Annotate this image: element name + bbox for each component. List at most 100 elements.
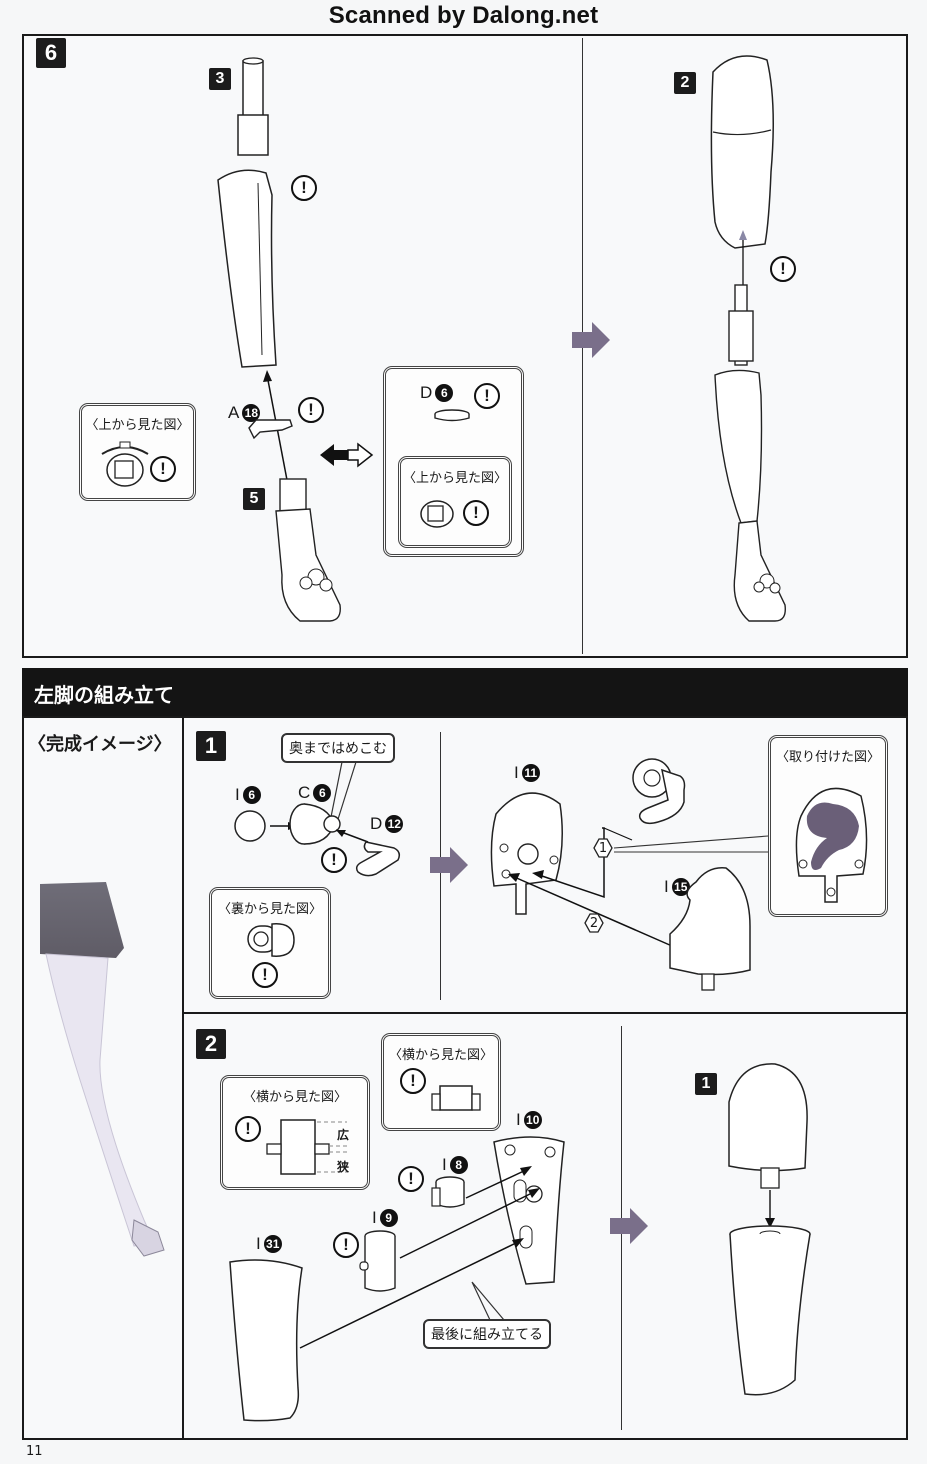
step1-badge: 1 — [196, 731, 226, 761]
part-C6-socket — [289, 803, 341, 845]
callout-title: 〈上から見た図〉 — [85, 418, 190, 433]
assembly-arrows-step2 — [299, 1166, 540, 1349]
order-marker-1-label: 1 — [598, 840, 608, 856]
part-number: 12 — [385, 815, 404, 833]
part-label-A18: A 18 — [228, 403, 261, 423]
order-marker-1 — [593, 838, 613, 858]
sub-step-badge-2: 2 — [674, 72, 696, 94]
warning-icon: ! — [398, 1166, 424, 1192]
callout-top-view: 〈上から見た図〉 ! — [79, 403, 196, 501]
direction-arrows — [320, 442, 374, 468]
proceed-arrow-icon — [610, 1208, 648, 1244]
attached-view-diagram — [795, 787, 868, 903]
part-label-I9: I 9 — [372, 1208, 398, 1228]
callout-side-view-I9: 〈横から見た図〉 ! 広 狭 — [220, 1075, 370, 1190]
callout-D6-top-view: 〈上から見た図〉 ! — [398, 456, 512, 548]
assembly-guide-lines — [508, 827, 769, 947]
proceed-arrow-icon — [430, 847, 468, 883]
part-label-I11: I 11 — [514, 763, 540, 783]
part-I8-drawing — [431, 1176, 465, 1208]
warning-icon: ! — [235, 1116, 261, 1142]
part-label-I8: I 8 — [442, 1155, 468, 1175]
side-view-diagram-I9 — [266, 1119, 347, 1175]
D6-top-view-diagram — [420, 500, 454, 528]
watermark: Scanned by Dalong.net — [328, 2, 599, 29]
part-letter: D — [370, 814, 383, 833]
part-number: 6 — [313, 784, 332, 802]
foot-sandal-drawing — [275, 478, 341, 622]
part-I31-shin-cover — [229, 1259, 303, 1422]
lower-leg-drawing — [217, 57, 277, 368]
step2-badge: 2 — [196, 1029, 226, 1059]
warning-icon: ! — [291, 175, 317, 201]
part-number: 11 — [521, 764, 540, 782]
part-letter: I — [372, 1208, 377, 1227]
callout-title: 〈上から見た図〉 — [402, 471, 507, 486]
sub-step-badge-5: 5 — [243, 488, 265, 510]
part-letter: I — [664, 877, 669, 896]
part-number: 6 — [242, 786, 261, 804]
warning-icon: ! — [298, 397, 324, 423]
label-wide: 広 — [337, 1128, 350, 1142]
warning-icon: ! — [150, 456, 176, 482]
side-view-diagram-I8 — [431, 1085, 481, 1111]
warning-icon: ! — [400, 1068, 426, 1094]
callout-title: 〈裏から見た図〉 — [217, 902, 322, 917]
step-divider — [184, 1012, 906, 1014]
warning-icon: ! — [770, 256, 796, 282]
warning-icon: ! — [463, 500, 489, 526]
part-number: 8 — [449, 1156, 468, 1174]
part-label-I15: I 15 — [664, 877, 690, 897]
callout-back-view: 〈裏から見た図〉 ! — [209, 887, 331, 999]
part-letter: D — [420, 383, 433, 402]
part-letter: I — [442, 1155, 447, 1174]
part-number: 10 — [523, 1111, 542, 1129]
back-view-diagram — [247, 923, 295, 957]
assembled-thigh-drawing — [728, 1063, 811, 1396]
assembled-leg-drawing — [714, 284, 786, 622]
sub-step-badge-3: 3 — [209, 68, 231, 90]
part-A18-drawing — [248, 419, 293, 440]
callout-title: 〈取り付けた図〉 — [775, 750, 880, 765]
page-number: 11 — [26, 1444, 43, 1459]
part-number: 15 — [671, 878, 690, 896]
proceed-arrow-icon — [572, 322, 610, 358]
warning-icon: ! — [321, 847, 347, 873]
tag-assemble-last: 最後に組み立てる — [423, 1319, 551, 1349]
part-number: 9 — [379, 1209, 398, 1227]
label-narrow: 狭 — [337, 1160, 350, 1174]
callout-part-D6: D 6 ! 〈上から見た図〉 ! — [383, 366, 524, 557]
callout-side-view-I8: 〈横から見た図〉 ! — [381, 1033, 501, 1131]
part-letter: I — [235, 785, 240, 804]
completed-leg-image — [40, 882, 165, 1257]
part-label-D6: D 6 — [420, 383, 454, 403]
assembly-arrow-up-right — [739, 230, 747, 288]
part-label-I31: I 31 — [256, 1234, 282, 1254]
part-label-I6: I 6 — [235, 785, 261, 805]
part-I15-cover — [669, 867, 751, 991]
part-D6-drawing — [434, 409, 470, 422]
part-label-I10: I 10 — [516, 1110, 542, 1130]
part-label-C6: C 6 — [298, 783, 332, 803]
completion-column-divider — [182, 718, 184, 1438]
part-letter: I — [256, 1234, 261, 1253]
tag-pointer — [471, 1281, 505, 1321]
part-letter: I — [516, 1110, 521, 1129]
part-letter: I — [514, 763, 519, 782]
part-number: 6 — [435, 384, 454, 402]
order-marker-2-label: 2 — [589, 915, 599, 931]
callout-title: 〈横から見た図〉 — [242, 1090, 347, 1105]
thigh-part-drawing — [710, 55, 774, 249]
top-view-diagram — [101, 441, 149, 487]
part-I6-ball — [234, 810, 266, 842]
completion-label: 〈完成イメージ〉 — [28, 734, 172, 755]
part-number: 18 — [242, 404, 261, 422]
part-crank-assembly-drawing — [632, 758, 686, 825]
part-I9-drawing — [359, 1230, 396, 1292]
callout-title: 〈横から見た図〉 — [388, 1048, 493, 1063]
warning-icon: ! — [474, 383, 500, 409]
callout-attached-view: 〈取り付けた図〉 — [768, 735, 888, 917]
step6-badge: 6 — [36, 38, 66, 68]
part-letter: C — [298, 783, 311, 802]
part-label-D12: D 12 — [370, 814, 404, 834]
